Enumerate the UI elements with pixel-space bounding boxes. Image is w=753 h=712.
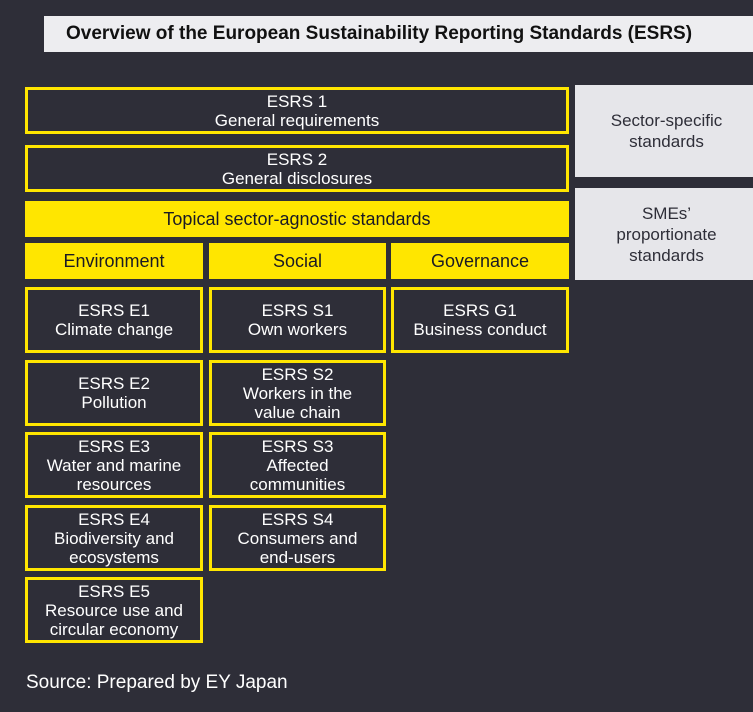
category-governance: Governance — [391, 243, 569, 279]
esrs-2-box: ESRS 2 General disclosures — [25, 145, 569, 192]
sector-specific-line-1: Sector-specific — [610, 111, 723, 130]
esrs-e1-line: Climate change — [54, 320, 174, 339]
esrs-s4-line-1: Consumers and — [237, 528, 358, 548]
esrs-s3-code: ESRS S3 — [261, 436, 334, 456]
sector-specific-line-2: standards — [629, 132, 704, 151]
esrs-1-box: ESRS 1 General requirements — [25, 87, 569, 134]
esrs-e4-code: ESRS E4 — [78, 509, 150, 529]
esrs-1-code: ESRS 1 — [266, 91, 328, 111]
esrs-2-name: General disclosures — [221, 168, 373, 188]
esrs-s3-line-1: Affected — [266, 455, 329, 475]
topical-standards-header: Topical sector-agnostic standards — [25, 201, 569, 237]
esrs-s2-box: ESRS S2 Workers in the value chain — [209, 360, 386, 426]
source-note: Source: Prepared by EY Japan — [26, 672, 288, 693]
esrs-e3-box: ESRS E3 Water and marine resources — [25, 432, 203, 498]
esrs-e2-line: Pollution — [81, 393, 147, 412]
esrs-s2-code: ESRS S2 — [261, 364, 334, 384]
esrs-s1-box: ESRS S1 Own workers — [209, 287, 386, 353]
sector-specific-standards-box: Sector-specific standards — [575, 85, 753, 177]
esrs-e5-box: ESRS E5 Resource use and circular econom… — [25, 577, 203, 643]
page-title: Overview of the European Sustainability … — [44, 16, 753, 52]
esrs-e5-line-1: Resource use and — [45, 600, 183, 620]
esrs-s1-line: Own workers — [247, 320, 348, 339]
smes-line-3: standards — [629, 245, 704, 265]
esrs-g1-box: ESRS G1 Business conduct — [391, 287, 569, 353]
esrs-g1-line: Business conduct — [413, 320, 547, 339]
esrs-e3-code: ESRS E3 — [78, 436, 150, 456]
smes-standards-box: SMEs’ proportionate standards — [575, 188, 753, 280]
esrs-e1-code: ESRS E1 — [78, 301, 150, 320]
esrs-2-code: ESRS 2 — [266, 149, 328, 169]
esrs-s2-line-1: Workers in the — [242, 383, 353, 403]
esrs-e3-line-1: Water and marine — [46, 455, 182, 475]
esrs-g1-code: ESRS G1 — [443, 301, 517, 320]
esrs-e2-box: ESRS E2 Pollution — [25, 360, 203, 426]
esrs-e3-line-2: resources — [76, 474, 152, 494]
esrs-e4-box: ESRS E4 Biodiversity and ecosystems — [25, 505, 203, 571]
esrs-s4-code: ESRS S4 — [261, 509, 334, 529]
category-social: Social — [209, 243, 386, 279]
smes-line-1: SMEs’ — [641, 203, 692, 223]
esrs-e2-code: ESRS E2 — [78, 374, 150, 393]
esrs-s4-line-2: end-users — [259, 547, 336, 567]
esrs-e4-line-1: Biodiversity and — [53, 528, 174, 548]
smes-line-2: proportionate — [616, 224, 717, 244]
esrs-e5-line-2: circular economy — [49, 619, 179, 639]
esrs-e4-line-2: ecosystems — [69, 547, 159, 567]
esrs-s3-box: ESRS S3 Affected communities — [209, 432, 386, 498]
category-environment: Environment — [25, 243, 203, 279]
esrs-s4-box: ESRS S4 Consumers and end-users — [209, 505, 386, 571]
esrs-1-name: General requirements — [214, 110, 380, 130]
esrs-e5-code: ESRS E5 — [78, 581, 150, 601]
esrs-s2-line-2: value chain — [254, 402, 341, 422]
esrs-s1-code: ESRS S1 — [261, 301, 334, 320]
esrs-s3-line-2: communities — [249, 474, 346, 494]
esrs-e1-box: ESRS E1 Climate change — [25, 287, 203, 353]
